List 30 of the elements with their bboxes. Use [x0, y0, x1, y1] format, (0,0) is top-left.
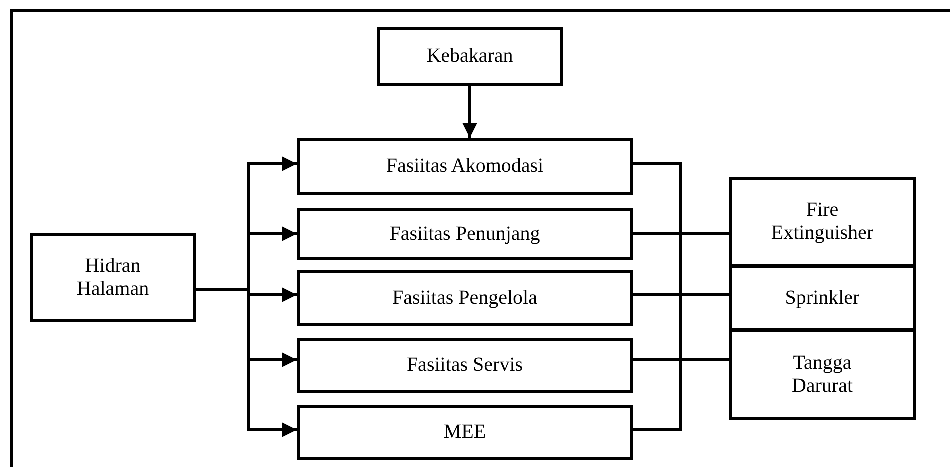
connector-line: [633, 294, 681, 296]
box-label: Fire Extinguisher: [770, 199, 875, 245]
box-label: Hidran Halaman: [76, 254, 150, 300]
process-box: [297, 270, 633, 326]
connector-line: [633, 358, 681, 362]
box-label: Kebakaran: [426, 45, 514, 68]
box-label: Fasiitas Servis: [406, 354, 524, 377]
connector-line: [633, 428, 681, 432]
box-label: Sprinkler: [785, 286, 860, 310]
process-box: [377, 27, 563, 86]
connector-line: [681, 232, 729, 236]
process-box: [297, 138, 633, 195]
connector-line: [681, 358, 729, 362]
process-box: [30, 233, 196, 322]
process-box: [297, 208, 633, 260]
box-label: Fasiitas Pengelola: [392, 286, 538, 310]
connector-line: [633, 162, 681, 166]
connector-line: [681, 294, 729, 296]
connector-line: [633, 232, 681, 236]
box-label: Fasiitas Akomodasi: [386, 155, 544, 178]
process-box: [729, 177, 916, 267]
box-label: Tangga Darurat: [790, 352, 854, 398]
process-box: [729, 265, 916, 331]
box-label: Fasiitas Penunjang: [390, 222, 540, 246]
connector-line: [680, 162, 682, 432]
box-label: MEE: [444, 421, 486, 444]
connector-arrow: [462, 86, 478, 138]
process-box: [297, 338, 633, 393]
process-box: [729, 329, 916, 420]
process-box: [297, 405, 633, 460]
